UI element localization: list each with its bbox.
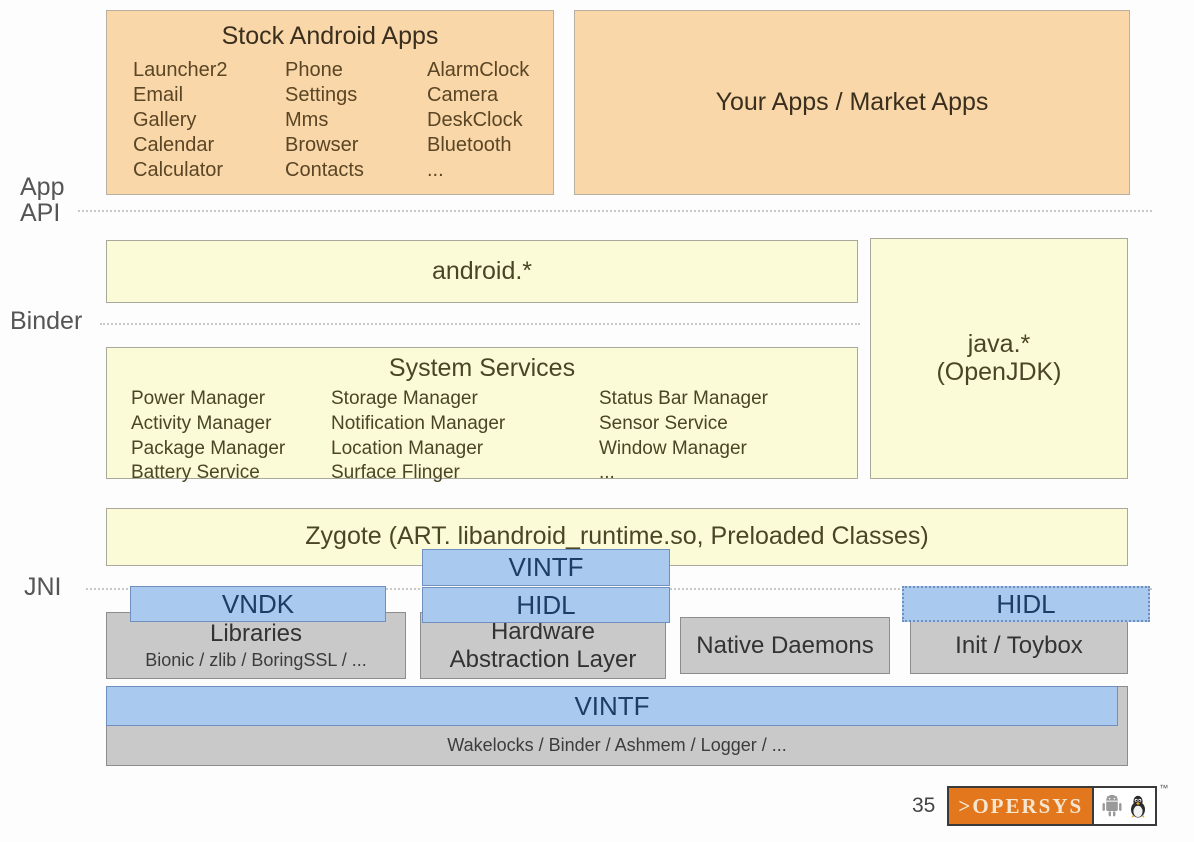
service-item: Status Bar Manager <box>599 388 768 409</box>
hidl-hal-box: HIDL <box>422 587 670 623</box>
system-services-title: System Services <box>388 354 576 382</box>
libraries-title: Libraries <box>209 619 303 647</box>
zygote-title: Zygote (ART. libandroid_runtime.so, Prel… <box>305 522 929 551</box>
hidl-init-title: HIDL <box>996 588 1056 619</box>
app-item: Launcher2 <box>133 59 228 82</box>
app-item: Contacts <box>285 159 364 182</box>
init-toybox-title: Init / Toybox <box>955 631 1083 659</box>
libraries-box: Libraries Bionic / zlib / BoringSSL / ..… <box>106 612 406 679</box>
hidl-init-box: HIDL <box>902 586 1150 622</box>
hidl-hal-title: HIDL <box>516 589 576 620</box>
binder-separator <box>100 323 860 325</box>
app-item: Calendar <box>133 134 215 157</box>
app-api-separator <box>78 210 1152 212</box>
system-services-box: System Services Power Manager Storage Ma… <box>106 347 858 483</box>
service-item: Surface Flinger <box>331 462 460 484</box>
logo-icon-group <box>1092 788 1156 824</box>
vndk-box: VNDK <box>130 586 386 622</box>
trademark-symbol: ™ <box>1159 783 1169 793</box>
stock-android-apps-box: Stock Android Apps Launcher2 Phone Alarm… <box>106 10 554 195</box>
android-api-box: android.* <box>106 240 858 303</box>
page-number: 35 <box>912 794 936 817</box>
vintf-hal-box: VINTF <box>422 549 670 586</box>
vintf-kernel-title: VINTF <box>574 690 650 721</box>
service-item: Storage Manager <box>331 388 478 409</box>
stock-apps-list: Launcher2 Phone AlarmClock Email Setting… <box>107 58 553 182</box>
service-item: Window Manager <box>599 437 747 459</box>
opersys-wordmark: >OPERSYS <box>949 788 1093 824</box>
libraries-subtitle: Bionic / zlib / BoringSSL / ... <box>145 649 367 670</box>
native-daemons-box: Native Daemons <box>680 617 890 674</box>
service-item: Activity Manager <box>131 412 272 434</box>
service-item: Notification Manager <box>331 412 506 434</box>
app-item: AlarmClock <box>427 59 530 82</box>
app-item: Camera <box>427 84 499 107</box>
system-services-list: Power Manager Storage Manager Status Bar… <box>107 387 857 485</box>
service-item: Package Manager <box>131 437 286 459</box>
android-api-title: android.* <box>431 256 533 285</box>
hal-box: Hardware Abstraction Layer <box>420 612 666 679</box>
footer: 35 >OPERSYS <box>912 783 1168 826</box>
app-item: Mms <box>285 109 329 132</box>
app-item: ... <box>427 159 444 182</box>
market-apps-box: Your Apps / Market Apps <box>574 10 1130 195</box>
service-item: ... <box>599 462 615 484</box>
app-item: Browser <box>285 134 359 157</box>
layer-label-app-api: App API <box>20 173 65 228</box>
vndk-title: VNDK <box>221 588 295 619</box>
init-toybox-box: Init / Toybox <box>910 617 1128 674</box>
app-item: Calculator <box>133 159 224 182</box>
hal-title-line2: Abstraction Layer <box>449 645 637 673</box>
java-api-title-line1: java.* <box>967 330 1031 358</box>
app-item: Email <box>133 84 184 107</box>
java-api-title-line2: (OpenJDK) <box>936 357 1062 386</box>
layer-label-binder: Binder <box>10 307 83 335</box>
app-item: Phone <box>285 59 343 82</box>
service-item: Battery Service <box>131 462 260 484</box>
app-item: Bluetooth <box>427 134 512 157</box>
service-item: Power Manager <box>131 388 266 409</box>
stock-apps-title: Stock Android Apps <box>221 21 439 50</box>
java-api-box: java.* (OpenJDK) <box>870 238 1128 479</box>
market-apps-title: Your Apps / Market Apps <box>715 87 989 116</box>
app-item: Gallery <box>133 109 197 132</box>
layer-label-jni: JNI <box>24 573 62 601</box>
linux-kernel-subtitle: Wakelocks / Binder / Ashmem / Logger / .… <box>447 735 787 756</box>
opersys-logo: >OPERSYS <box>947 783 1168 826</box>
native-daemons-title: Native Daemons <box>696 631 874 659</box>
vintf-hal-title: VINTF <box>508 552 584 583</box>
app-item: DeskClock <box>427 109 523 132</box>
app-item: Settings <box>285 84 358 107</box>
service-item: Sensor Service <box>599 412 728 434</box>
linux-penguin-icon <box>1131 795 1146 818</box>
android-robot-icon <box>1102 795 1122 817</box>
service-item: Location Manager <box>331 437 484 459</box>
vintf-kernel-box: VINTF <box>106 686 1118 726</box>
